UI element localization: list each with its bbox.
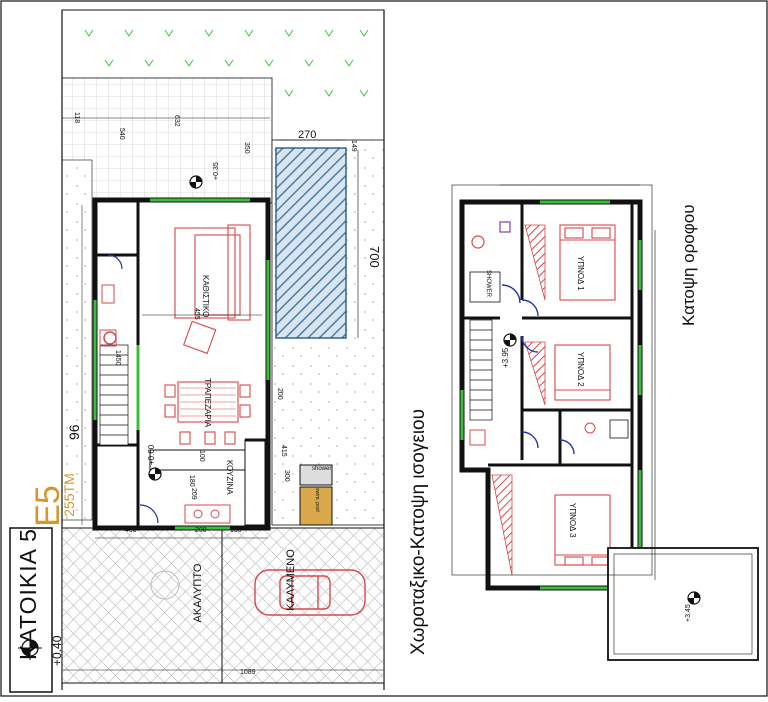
covered-parking-label: ΚΑΛΥΜΕΝΟ [285, 549, 297, 611]
dimension-455: 455 [193, 308, 200, 320]
stair-dimension: 96 [66, 424, 82, 440]
shower-label: shower [312, 466, 331, 472]
bedroom-1-label: ΥΠΝΟΔ 1 [576, 256, 585, 291]
ground-floor-site [61, 9, 385, 690]
dimension-200b: 200 [195, 527, 207, 534]
unit-area: 255TM [61, 473, 77, 517]
upper-level-mark: +3.95 [501, 347, 510, 368]
kitchen-label: ΚΟΥΖΙΝΑ [225, 460, 234, 495]
dimension-149: 149 [350, 140, 357, 152]
swimming-pool [275, 147, 347, 339]
dimension-632: 632 [173, 115, 180, 127]
dimension-100: 100 [198, 450, 205, 462]
upper-floor-plan [451, 184, 759, 661]
ground-floor-house [62, 117, 384, 671]
dimension-400: 400 [125, 527, 137, 534]
bedroom-2-label: ΥΠΝΟΔ 2 [576, 352, 585, 387]
pool-equipment-label: swim. pool [314, 488, 320, 512]
dimension-1089: 1089 [240, 669, 256, 676]
level-marker-icon [148, 467, 162, 481]
yard-level-mark: +0.35 [213, 162, 220, 180]
bollard-mark [150, 570, 180, 600]
ground-level-mark: +0.60 [147, 444, 156, 465]
living-room-label: ΚΑΘΙΣΤΙΚΟ [201, 275, 210, 317]
dining-room-label: ΤΡΑΠΕΖΑΡΙΑ [203, 378, 212, 428]
living-furniture [164, 224, 251, 445]
unit-code: E5 [29, 485, 67, 527]
upper-shower-label: SHOWER [485, 270, 491, 298]
dimension-1450: 1450 [114, 350, 121, 366]
outdoor-shower [299, 464, 333, 486]
dimension-118: 118 [73, 112, 80, 123]
dimension-415: 415 [280, 445, 287, 457]
level-marker-icon [687, 591, 701, 605]
dimension-180: 180 [188, 475, 195, 487]
uncovered-parking-label: ΑΚΑΛΥΠΤΟ [192, 563, 204, 623]
pool-equipment [299, 486, 333, 526]
pool-length-dimension: 700 [367, 246, 382, 268]
bedroom-3-label: ΥΠΝΟΔ 3 [568, 503, 577, 538]
dimension-209: 209 [190, 488, 197, 500]
level-marker-icon [18, 636, 42, 660]
upper-floor-caption: Κατοψη οροφου [679, 204, 698, 326]
title-block [9, 527, 53, 693]
dimension-350: 350 [243, 142, 250, 154]
dimension-200: 200 [276, 388, 283, 400]
dimension-150: 150 [230, 527, 242, 534]
dimension-300: 300 [283, 470, 290, 482]
level-marker-icon [503, 333, 517, 347]
house-title: ΚΑΤΟΙΚΙΑ 5 [15, 528, 41, 660]
level-marker-icon [189, 175, 203, 189]
pool-width-dimension: 270 [298, 129, 316, 141]
dimension-540: 540 [118, 128, 125, 140]
level-label: +0.40 [50, 635, 64, 666]
roof-level-mark: +3.45 [685, 604, 692, 622]
car-icon [254, 569, 366, 616]
ground-floor-caption: Χωροταξικο-Κατοψη ισογειου [408, 409, 429, 656]
